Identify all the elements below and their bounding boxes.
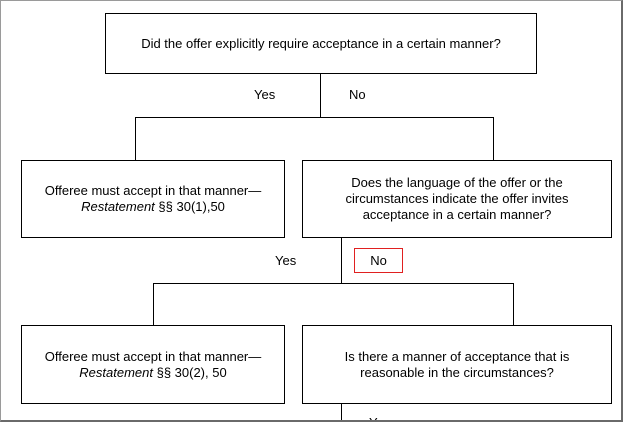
edge-label-q3-partial: Y xyxy=(369,415,378,420)
question-explicit-manner: Did the offer explicitly require accepta… xyxy=(105,13,537,74)
connector-q2-right-drop xyxy=(513,283,514,325)
answer-accept-that-manner-2: Offeree must accept in that manner— Rest… xyxy=(21,325,285,404)
answer-2-line: Offeree must accept in that manner— xyxy=(44,348,262,364)
answer-2-citation: Restatement §§ 30(2), 50 xyxy=(79,364,227,380)
question-explicit-manner-text: Did the offer explicitly require accepta… xyxy=(141,35,501,51)
connector-q2-down xyxy=(341,238,342,283)
connector-q1-down xyxy=(320,74,321,117)
connector-q1-right-drop xyxy=(493,117,494,160)
connector-q1-horizontal xyxy=(135,117,494,118)
question-implied-manner: Does the language of the offer or the ci… xyxy=(302,160,612,238)
answer-1-line: Offeree must accept in that manner— xyxy=(44,183,262,198)
edge-label-q2-no-text: No xyxy=(370,253,387,268)
question-reasonable-manner: Is there a manner of acceptance that is … xyxy=(302,325,612,404)
edge-label-q2-yes: Yes xyxy=(275,253,297,268)
answer-1-citation: Restatement §§ 30(1),50 xyxy=(81,199,225,214)
connector-q3-down xyxy=(341,404,342,420)
edge-label-q1-no: No xyxy=(349,87,366,102)
connector-q2-left-drop xyxy=(153,283,154,325)
question-implied-manner-text: Does the language of the offer or the ci… xyxy=(345,175,569,222)
edge-label-q1-yes: Yes xyxy=(254,87,276,102)
connector-q2-horizontal xyxy=(153,283,514,284)
connector-q1-left-drop xyxy=(135,117,136,160)
question-reasonable-manner-text: Is there a manner of acceptance that is … xyxy=(344,348,570,380)
answer-accept-that-manner-1: Offeree must accept in that manner— Rest… xyxy=(21,160,285,238)
edge-label-q2-no-highlighted[interactable]: No xyxy=(354,248,403,273)
